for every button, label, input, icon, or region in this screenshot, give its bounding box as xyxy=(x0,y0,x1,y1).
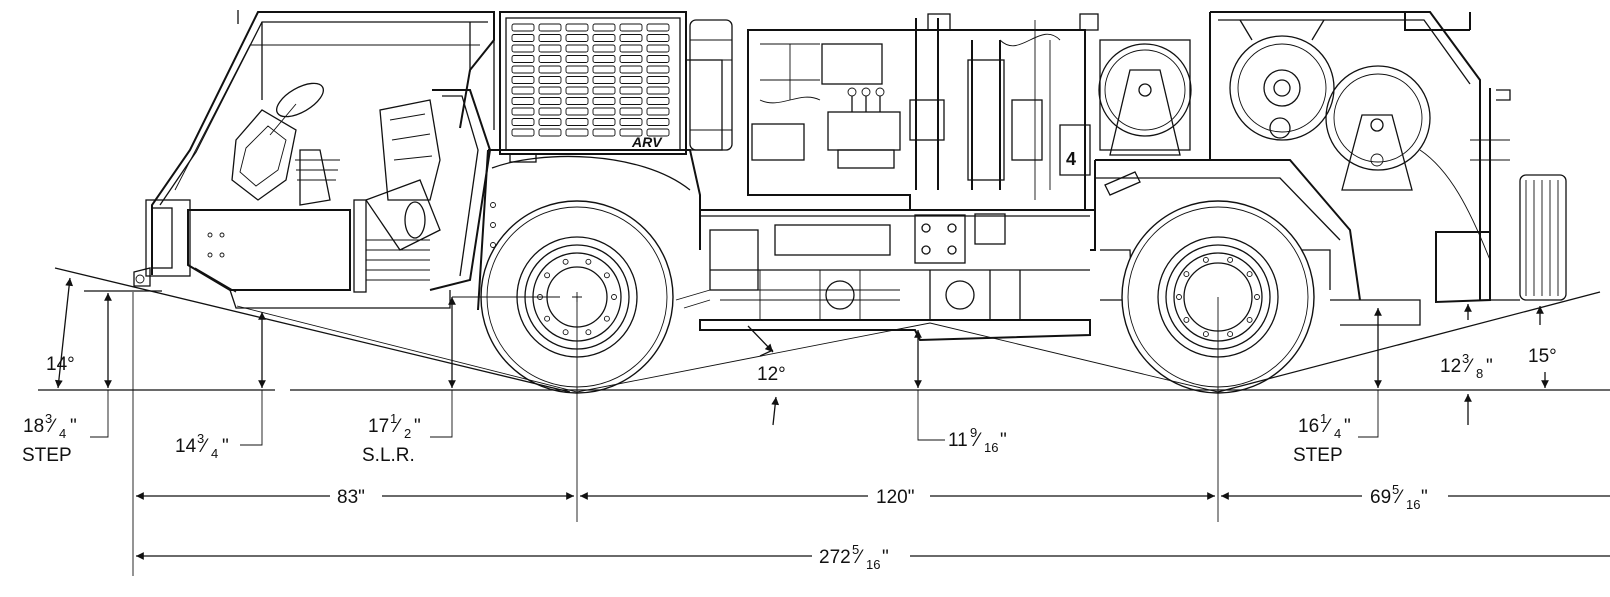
radiator-grille: ARV xyxy=(499,11,687,155)
badge-number: 4 xyxy=(1066,149,1076,169)
svg-text:69: 69 xyxy=(1370,487,1391,508)
air-cleaner xyxy=(685,19,733,151)
hose-reel-middle xyxy=(1229,19,1335,141)
dimension-lines xyxy=(38,267,1610,576)
rear-clearance-label: 12 3 ⁄ 8 " xyxy=(1440,351,1493,381)
svg-text:16: 16 xyxy=(984,440,998,455)
front-skid xyxy=(187,199,451,309)
svg-text:4: 4 xyxy=(59,426,66,441)
svg-text:": " xyxy=(222,436,229,457)
svg-text:272: 272 xyxy=(819,547,851,568)
svg-text:1: 1 xyxy=(390,411,397,426)
svg-text:8: 8 xyxy=(1476,366,1483,381)
rear-bumper xyxy=(1419,88,1567,304)
center-chassis xyxy=(675,209,1096,342)
svg-text:16: 16 xyxy=(1406,497,1420,512)
wheelbase-label: 120" xyxy=(876,487,914,508)
front-overhang-label: 83" xyxy=(337,487,365,508)
svg-text:9: 9 xyxy=(970,425,977,440)
svg-text:18: 18 xyxy=(23,416,44,437)
svg-text:": " xyxy=(70,416,77,437)
front-clearance-label: 14 3 ⁄ 4 " xyxy=(175,431,229,461)
svg-text:": " xyxy=(1000,430,1007,451)
approach-angle-label: 14° xyxy=(46,354,75,375)
dimension-labels: 14° 18 3 ⁄ 4 " STEP 14 3 ⁄ 4 " 17 1 ⁄ 2 … xyxy=(22,346,1557,572)
svg-text:3: 3 xyxy=(1462,351,1469,366)
svg-text:4: 4 xyxy=(1334,426,1341,441)
svg-text:⁄: ⁄ xyxy=(47,416,57,437)
rear-overhang-label: 69 5 ⁄ 16 " xyxy=(1370,482,1428,512)
slr-label: 17 1 ⁄ 2 " S.L.R. xyxy=(362,411,421,466)
svg-text:": " xyxy=(414,416,421,437)
hose-reel-right xyxy=(1325,65,1431,191)
rear-step-label: 16 1 ⁄ 4 " STEP xyxy=(1293,411,1351,466)
svg-text:5: 5 xyxy=(852,542,859,557)
brand-mark: ARV xyxy=(631,134,663,150)
svg-text:3: 3 xyxy=(45,411,52,426)
svg-text:3: 3 xyxy=(197,431,204,446)
svg-text:11: 11 xyxy=(948,430,968,451)
svg-text:⁄: ⁄ xyxy=(392,416,402,437)
svg-text:14: 14 xyxy=(175,436,197,457)
front-fender xyxy=(477,149,701,311)
operator-seat xyxy=(231,82,340,206)
svg-text:17: 17 xyxy=(368,416,389,437)
svg-text:STEP: STEP xyxy=(1293,445,1343,466)
svg-text:": " xyxy=(1344,416,1351,437)
svg-text:STEP: STEP xyxy=(22,445,72,466)
hydraulic-bay: 4 xyxy=(747,13,1099,211)
overall-length-label: 272 5 ⁄ 16 " xyxy=(819,542,889,572)
svg-text:⁄: ⁄ xyxy=(1394,487,1404,508)
svg-text:": " xyxy=(1421,487,1428,508)
svg-text:⁄: ⁄ xyxy=(972,430,982,451)
svg-text:2: 2 xyxy=(404,426,411,441)
svg-text:⁄: ⁄ xyxy=(854,547,864,568)
vehicle-illustration: ARV 4 xyxy=(133,10,1567,394)
svg-text:1: 1 xyxy=(1320,411,1327,426)
svg-text:S.L.R.: S.L.R. xyxy=(362,445,415,466)
svg-text:": " xyxy=(882,547,889,568)
svg-text:": " xyxy=(1486,356,1493,377)
svg-text:16: 16 xyxy=(1298,416,1319,437)
reel-housing xyxy=(1209,11,1481,300)
front-step-label: 18 3 ⁄ 4 " STEP xyxy=(22,411,77,466)
breakover-angle-label: 12° xyxy=(757,364,786,385)
engine-block xyxy=(364,99,441,281)
cab-frame xyxy=(133,10,495,287)
svg-text:5: 5 xyxy=(1392,482,1399,497)
svg-text:⁄: ⁄ xyxy=(199,436,209,457)
svg-text:⁄: ⁄ xyxy=(1464,356,1474,377)
hose-reel-left xyxy=(1098,39,1192,156)
svg-text:⁄: ⁄ xyxy=(1322,416,1332,437)
svg-text:16: 16 xyxy=(866,557,880,572)
svg-text:4: 4 xyxy=(211,446,218,461)
departure-angle-label: 15° xyxy=(1528,346,1557,367)
svg-text:12: 12 xyxy=(1440,356,1461,377)
center-clearance-label: 11 9 ⁄ 16 " xyxy=(948,425,1007,455)
